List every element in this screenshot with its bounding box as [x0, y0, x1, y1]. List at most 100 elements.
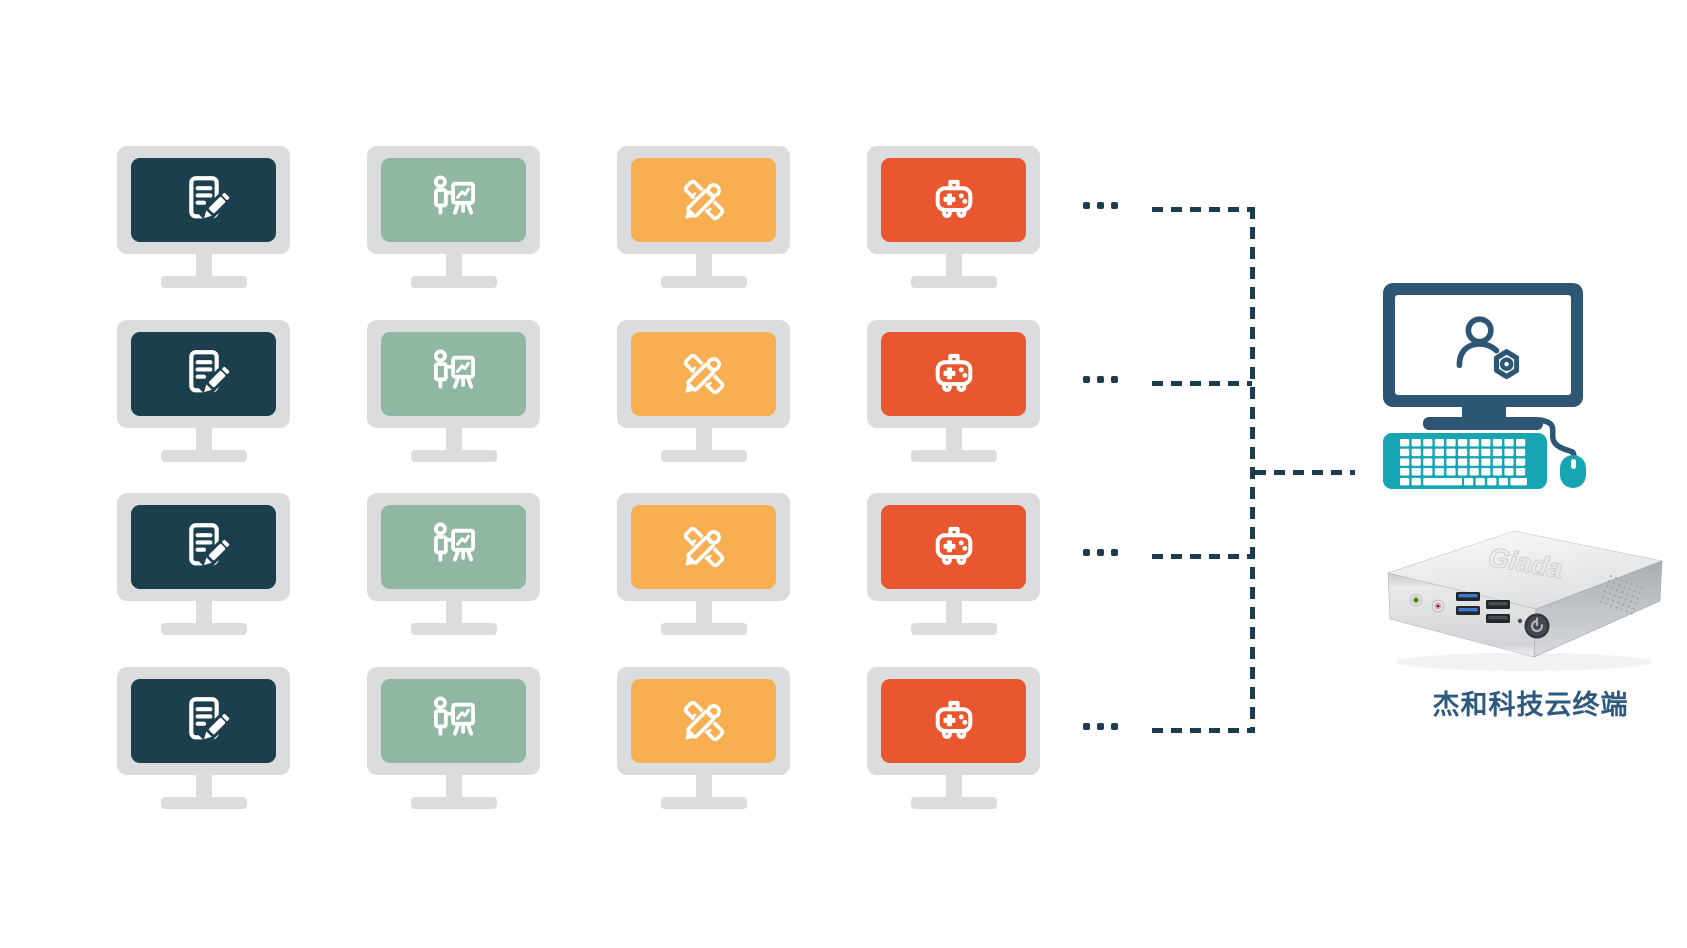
- ruler-pencil-icon: [677, 524, 727, 574]
- monitor-screen: [881, 332, 1026, 416]
- dashed-trunk-line: [1250, 207, 1255, 733]
- monitor-bezel: [617, 667, 790, 775]
- workstation-monitor-design: [617, 493, 790, 635]
- presenter-whiteboard-icon: [433, 696, 475, 736]
- monitor-stand: [195, 774, 212, 797]
- monitor-stand: [945, 774, 962, 797]
- workstation-monitor-document: [117, 320, 290, 462]
- monitor-stand: [445, 600, 462, 623]
- workstation-monitor-gaming: [867, 320, 1040, 462]
- monitor-stand: [195, 253, 212, 276]
- monitor-base: [660, 797, 747, 809]
- workstation-monitor-gaming: [867, 667, 1040, 809]
- monitor-stand: [695, 600, 712, 623]
- monitor-bezel: [617, 320, 790, 428]
- document-edit-icon: [175, 345, 233, 403]
- ruler-pencil-icon: [677, 698, 727, 748]
- monitor-base: [660, 276, 747, 288]
- ellipsis-row-1: [1083, 202, 1118, 209]
- monitor-bezel: [367, 493, 540, 601]
- presenter-whiteboard-icon: [433, 522, 475, 562]
- monitor-screen: [381, 158, 526, 242]
- monitor-stand: [195, 427, 212, 450]
- user-settings-icon: [1447, 309, 1519, 381]
- device-label: 杰和科技云终端: [1432, 690, 1629, 720]
- monitor-screen: [881, 505, 1026, 589]
- monitor-base: [160, 797, 247, 809]
- monitor-screen: [131, 505, 276, 589]
- game-controller-icon: [935, 700, 972, 740]
- workstation-monitor-presentation: [367, 493, 540, 635]
- presenter-whiteboard-icon: [433, 175, 475, 215]
- mouse-cable: [1537, 417, 1577, 459]
- dashed-connector-row-1: [1152, 207, 1252, 212]
- monitor-bezel: [367, 320, 540, 428]
- monitor-base: [660, 450, 747, 462]
- dashed-terminal-branch: [1255, 470, 1355, 475]
- ruler-pencil-icon: [677, 351, 727, 401]
- terminal-keyboard: [1383, 433, 1547, 489]
- workstation-monitor-presentation: [367, 146, 540, 288]
- monitor-screen: [631, 505, 776, 589]
- monitor-base: [910, 797, 997, 809]
- monitor-bezel: [867, 146, 1040, 254]
- workstation-monitor-gaming: [867, 146, 1040, 288]
- workstation-monitor-document: [117, 493, 290, 635]
- monitor-bezel: [367, 667, 540, 775]
- dashed-connector-row-3: [1152, 554, 1252, 559]
- terminal-monitor: [1383, 283, 1583, 407]
- monitor-stand: [445, 253, 462, 276]
- workstation-monitor-design: [617, 667, 790, 809]
- workstation-monitor-presentation: [367, 667, 540, 809]
- terminal-mouse: [1560, 455, 1586, 488]
- workstation-monitor-document: [117, 146, 290, 288]
- monitor-stand: [945, 600, 962, 623]
- monitor-screen: [881, 679, 1026, 763]
- monitor-base: [410, 276, 497, 288]
- cloud-terminal-device: Giada: [1386, 530, 1664, 671]
- monitor-base: [910, 450, 997, 462]
- terminal-monitor-screen: [1395, 295, 1571, 395]
- monitor-stand: [195, 600, 212, 623]
- monitor-screen: [131, 679, 276, 763]
- monitor-stand: [445, 427, 462, 450]
- monitor-base: [160, 276, 247, 288]
- monitor-screen: [381, 332, 526, 416]
- game-controller-icon: [935, 526, 972, 566]
- workstation-monitor-document: [117, 667, 290, 809]
- mouse-scroll-slit: [1570, 459, 1576, 469]
- monitor-base: [410, 450, 497, 462]
- dashed-connector-row-4: [1152, 728, 1252, 733]
- monitor-screen: [631, 679, 776, 763]
- monitor-stand: [945, 253, 962, 276]
- dashed-connector-row-2: [1152, 381, 1252, 386]
- document-edit-icon: [175, 692, 233, 750]
- monitor-screen: [631, 158, 776, 242]
- monitor-base: [160, 623, 247, 635]
- monitor-stand: [945, 427, 962, 450]
- monitor-bezel: [117, 493, 290, 601]
- monitor-stand: [445, 774, 462, 797]
- ruler-pencil-icon: [677, 177, 727, 227]
- monitor-stand: [695, 253, 712, 276]
- monitor-bezel: [867, 320, 1040, 428]
- monitor-stand: [695, 427, 712, 450]
- workstation-monitor-design: [617, 146, 790, 288]
- monitor-base: [910, 276, 997, 288]
- ellipsis-row-3: [1083, 549, 1118, 556]
- monitor-bezel: [867, 667, 1040, 775]
- monitor-stand: [695, 774, 712, 797]
- monitor-bezel: [617, 493, 790, 601]
- monitor-bezel: [367, 146, 540, 254]
- monitor-base: [410, 623, 497, 635]
- monitor-screen: [881, 158, 1026, 242]
- ellipsis-row-4: [1083, 723, 1118, 730]
- monitor-screen: [131, 158, 276, 242]
- document-edit-icon: [175, 518, 233, 576]
- device-front-ports: [1409, 592, 1550, 639]
- monitor-bezel: [117, 667, 290, 775]
- device-vent-holes: [1599, 574, 1644, 615]
- monitor-screen: [131, 332, 276, 416]
- workstation-monitor-gaming: [867, 493, 1040, 635]
- monitor-bezel: [117, 146, 290, 254]
